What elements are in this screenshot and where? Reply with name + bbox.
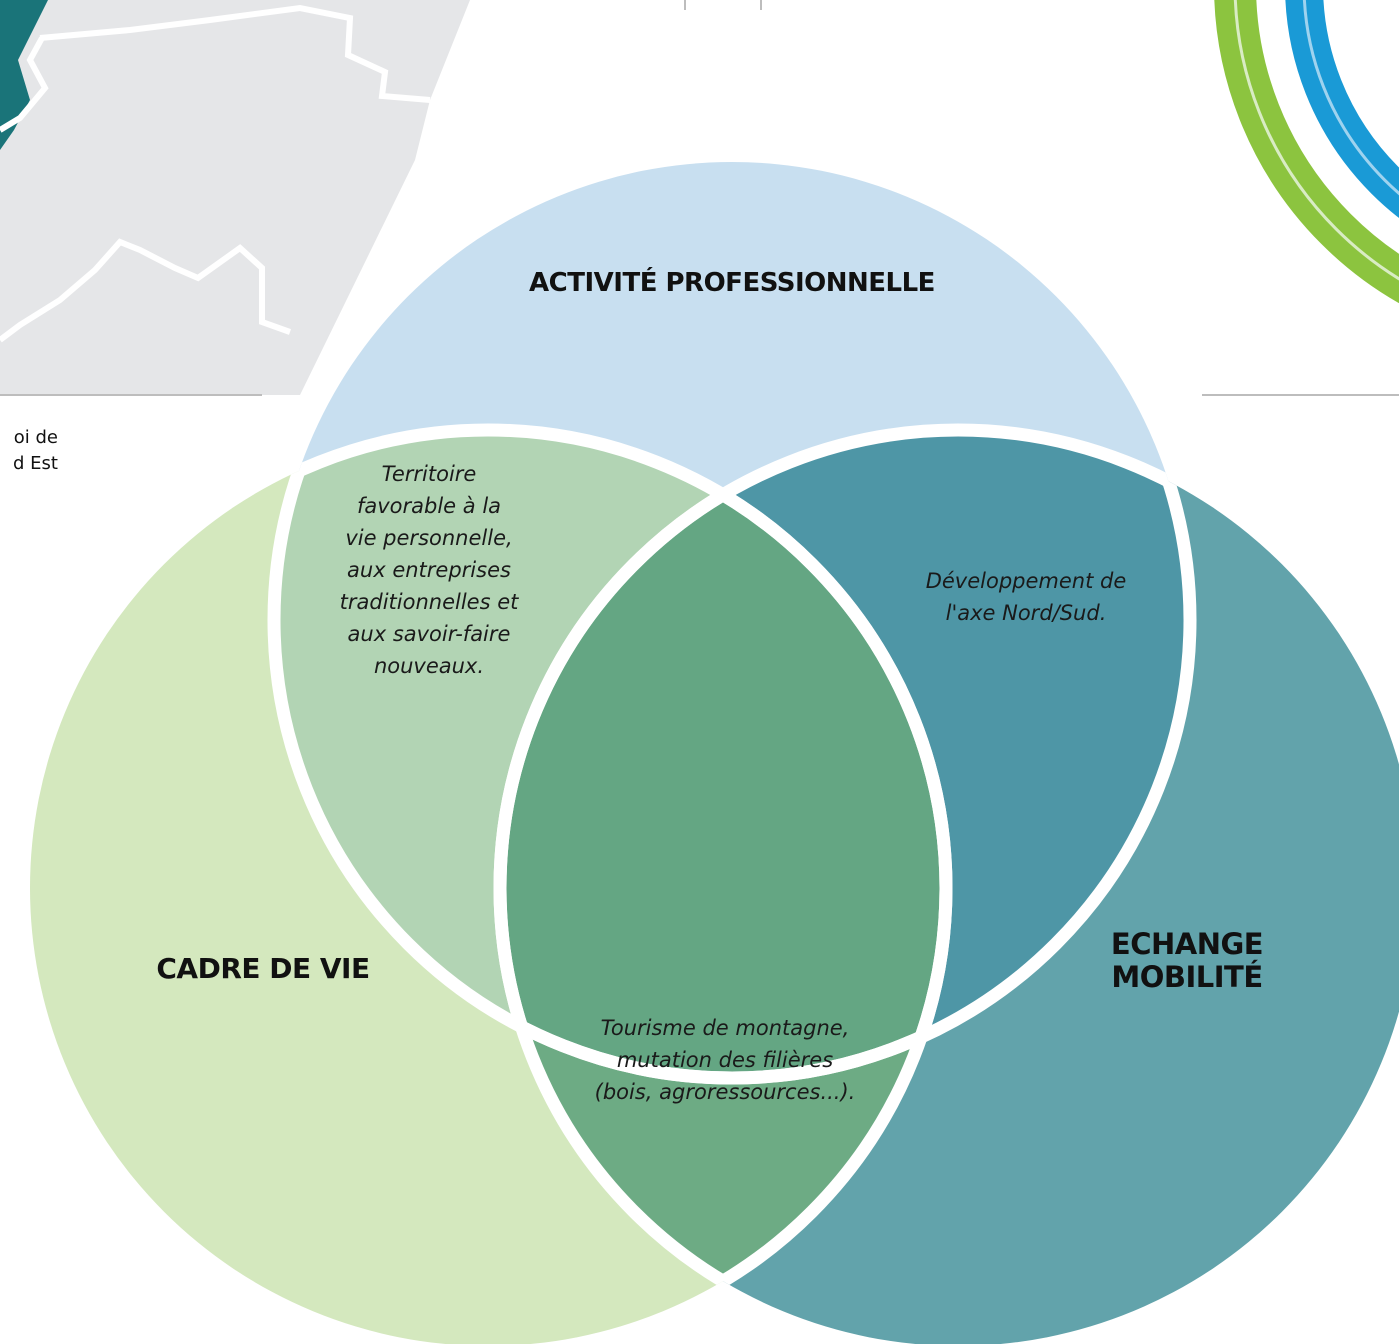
overlap-line: Territoire bbox=[381, 462, 477, 486]
outline-right-in-left bbox=[493, 430, 946, 1344]
overlap-text-top-right: Développement de l'axe Nord/Sud. bbox=[868, 565, 1184, 629]
overlap-line: aux entreprises bbox=[347, 558, 511, 582]
divider-rule bbox=[0, 394, 262, 396]
map-region bbox=[0, 0, 470, 395]
label-echange: ECHANGE bbox=[1110, 927, 1264, 961]
overlap-line: traditionnelles et bbox=[339, 590, 519, 614]
overlap-line: nouveaux. bbox=[373, 654, 485, 678]
label-mobilite: MOBILITÉ bbox=[1111, 960, 1263, 994]
text-fragment: d Est bbox=[13, 453, 58, 474]
label-cadre-de-vie: CADRE DE VIE bbox=[156, 952, 370, 985]
overlap-line: Tourisme de montagne, bbox=[600, 1016, 850, 1040]
overlap-line: (bois, agroressources...). bbox=[594, 1080, 856, 1104]
label-echange-mobilite: ECHANGE MOBILITÉ bbox=[1052, 928, 1322, 994]
overlap-line: Développement de bbox=[925, 569, 1127, 593]
overlap-line: mutation des filières bbox=[616, 1048, 834, 1072]
text-fragment: oi de bbox=[13, 427, 58, 448]
overlap-line: l'axe Nord/Sud. bbox=[945, 601, 1107, 625]
map-border bbox=[0, 238, 292, 343]
label-activite-professionnelle: ACTIVITÉ PROFESSIONNELLE bbox=[529, 268, 935, 298]
divider-rule bbox=[760, 0, 762, 10]
overlap-line: vie personnelle, bbox=[345, 526, 513, 550]
overlap-line: aux savoir-faire bbox=[347, 622, 511, 646]
overlap-text-top-left: Territoire favorable à la vie personnell… bbox=[288, 458, 570, 682]
divider-rule bbox=[1202, 394, 1399, 396]
venn-outlines bbox=[267, 423, 1197, 1344]
map-border bbox=[0, 36, 49, 133]
outline-left-in-right bbox=[500, 430, 953, 1344]
map-region-dark bbox=[0, 0, 48, 150]
divider-rule bbox=[684, 0, 686, 10]
overlap-line: favorable à la bbox=[356, 494, 502, 518]
outline-top-in-right bbox=[500, 430, 1197, 1085]
map-border bbox=[39, 4, 431, 103]
decorative-rings bbox=[1214, 0, 1399, 304]
background-map bbox=[0, 0, 1399, 396]
overlap-text-left-right: Tourisme de montagne, mutation des filiè… bbox=[540, 1012, 910, 1108]
